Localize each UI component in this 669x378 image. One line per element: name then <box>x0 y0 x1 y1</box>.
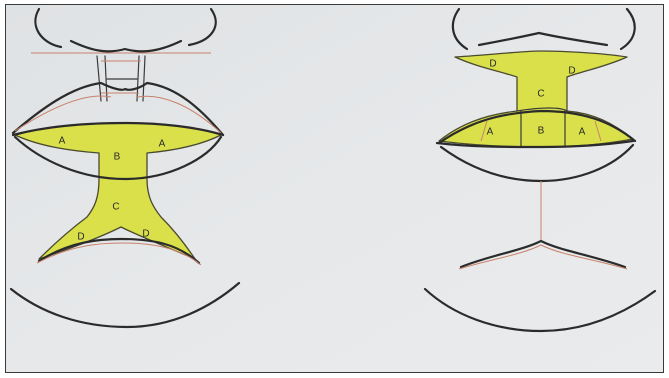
image-frame: A A B C D D <box>5 4 664 373</box>
right-label-c: C <box>537 89 544 100</box>
left-label-b: B <box>114 152 121 163</box>
right-label-a-left: A <box>487 127 494 138</box>
left-label-c: C <box>112 202 119 213</box>
left-label-a-right: A <box>159 139 166 150</box>
right-label-b: B <box>538 126 545 137</box>
left-label-d-left: D <box>77 232 84 243</box>
left-label-d-right: D <box>142 229 149 240</box>
right-label-d-right: D <box>568 66 575 77</box>
right-label-a-right: A <box>579 127 586 138</box>
sketch-canvas: A A B C D D <box>6 5 664 373</box>
left-label-a-left: A <box>59 136 66 147</box>
right-label-d-left: D <box>489 59 496 70</box>
